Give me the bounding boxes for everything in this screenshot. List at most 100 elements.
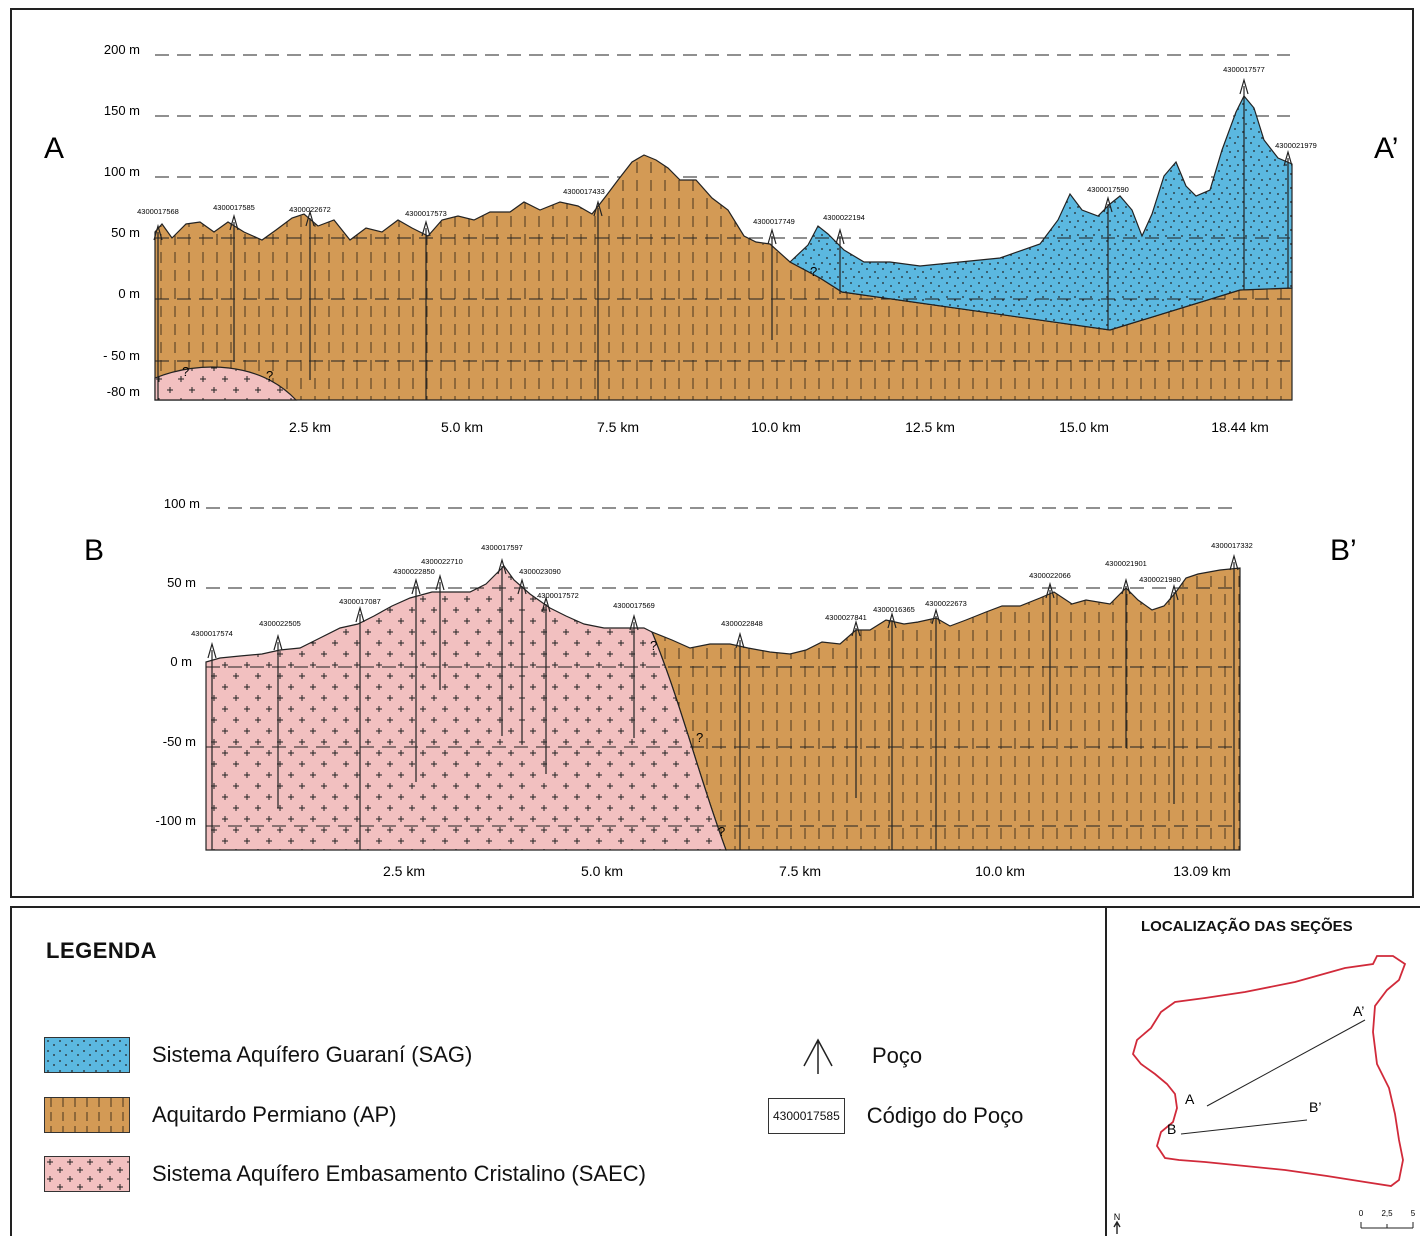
distance-label: 12.5 km [905,419,955,435]
section-b-end-label: B’ [1330,534,1357,567]
scale-label: 5 [1411,1209,1416,1218]
legend-label: Código do Poço [866,1103,1024,1128]
section-a-start-label: A [44,132,64,165]
well-code: 4300022848 [721,619,763,628]
well-line [1283,149,1293,288]
well-line [1229,553,1239,850]
section-b-distance-axis: 2.5 km 5.0 km 7.5 km 10.0 km 13.09 km [383,863,1231,879]
scale-bar: 0 2,5 5 [1359,1209,1416,1229]
sag-swatch [44,1037,130,1073]
well-code: 4300022672 [289,205,331,214]
well-code: 4300022066 [1029,571,1071,580]
cross-sections-drawing: A A’ 200 m 150 m 100 m 50 m 0 m - 50 m -… [44,42,1398,879]
section-a-elevation-axis: 200 m 150 m 100 m 50 m 0 m - 50 m -80 m [103,42,140,399]
distance-label: 7.5 km [597,419,639,435]
well-line [735,631,745,850]
distance-label: 5.0 km [581,863,623,879]
section-b-body-gridlines [206,587,1240,827]
uncertain-contact-mark: ? [650,638,657,653]
well-line [517,577,527,744]
distance-label: 10.0 km [751,419,801,435]
well-line [497,557,507,736]
well-line [355,605,365,850]
distance-label: 2.5 km [383,863,425,879]
distance-label: 5.0 km [441,419,483,435]
well-line [207,641,217,850]
location-map: A A’ B B’ N 0 2,5 5 [1113,955,1416,1234]
distance-label: 7.5 km [779,863,821,879]
well-code: 4300022850 [393,567,435,576]
well-code: 4300022710 [421,557,463,566]
well-code: 4300022194 [823,213,865,222]
well-line [1239,77,1249,290]
well-code: 4300021901 [1105,559,1147,568]
well-line [931,607,941,850]
well-line [767,227,777,340]
map-label-a: A [1185,1091,1195,1107]
section-a-wells [153,77,1293,400]
location-map-title: LOCALIZAÇÃO DAS SEÇÕES [1141,918,1353,935]
north-arrow-icon: N [1113,1212,1121,1234]
well-code: 4300017590 [1087,185,1129,194]
legend-item-sag: Sistema Aquífero Guaraní (SAG) [44,1037,472,1073]
well-code: 4300022505 [259,619,301,628]
legend-item-saec: Sistema Aquífero Embasamento Cristalino … [44,1156,646,1192]
section-a-distance-axis: 2.5 km 5.0 km 7.5 km 10.0 km 12.5 km 15.… [289,419,1269,435]
section-b-elevation-axis: 100 m 50 m 0 m -50 m -100 m [156,496,200,828]
elev-label: 50 m [167,575,196,590]
elev-label: 100 m [164,496,200,511]
scale-label: 0 [1359,1209,1364,1218]
study-area-outline [1132,955,1407,1187]
well-line [593,199,603,400]
legend-label: Sistema Aquífero Embasamento Cristalino … [152,1161,646,1186]
well-code-example: 4300017585 [768,1098,845,1134]
section-b-wells [207,553,1239,850]
well-code: 4300017572 [537,591,579,600]
well-code: 4300017433 [563,187,605,196]
section-a-embasamento-cristalino [154,366,298,401]
elev-label: -50 m [163,734,196,749]
well-code: 4300017749 [753,217,795,226]
section-a-trace [1206,1019,1366,1107]
elev-label: 200 m [104,42,140,57]
elev-label: 0 m [170,654,192,669]
section-a-end-label: A’ [1374,132,1398,165]
section-a-well-codes: 4300017568 4300017585 4300022672 4300017… [137,65,1317,226]
well-code: 4300017568 [137,207,179,216]
ap-swatch [44,1097,130,1133]
well-line [229,213,239,362]
elev-label: 150 m [104,103,140,118]
distance-label: 18.44 km [1211,419,1269,435]
well-line [411,577,421,782]
uncertain-contact-mark: ? [696,730,703,745]
well-line [629,613,639,738]
section-a-body-gridlines [155,237,1290,362]
distance-label: 10.0 km [975,863,1025,879]
well-line [1103,195,1113,330]
legend-item-ap: Aquitardo Permiano (AP) [44,1097,397,1133]
well-code: 4300017332 [1211,541,1253,550]
well-code: 4300022673 [925,599,967,608]
legend-item-well-code: 4300017585 Código do Poço [768,1098,1023,1134]
well-line [421,219,431,400]
well-line [1169,583,1179,804]
distance-label: 2.5 km [289,419,331,435]
legend-title: LEGENDA [46,938,158,963]
legend-item-well: Poço [798,1036,922,1076]
well-line [153,223,163,400]
section-a-aquitardo-permiano [154,154,1293,401]
cross-sections-panel [10,8,1414,898]
uncertain-contact-mark: ? [266,368,273,383]
well-code: 4300017573 [405,209,447,218]
well-code: 4300016365 [873,605,915,614]
scale-label: 2,5 [1381,1209,1393,1218]
well-line [835,227,845,294]
section-a-gridlines [155,54,1290,178]
well-line [305,209,315,380]
well-line [851,619,861,798]
well-code: 4300021980 [1139,575,1181,584]
well-code: 4300017585 [213,203,255,212]
well-code: 4300021979 [1275,141,1317,150]
section-b-trace [1180,1119,1308,1135]
legend-label: Aquitardo Permiano (AP) [152,1102,397,1127]
